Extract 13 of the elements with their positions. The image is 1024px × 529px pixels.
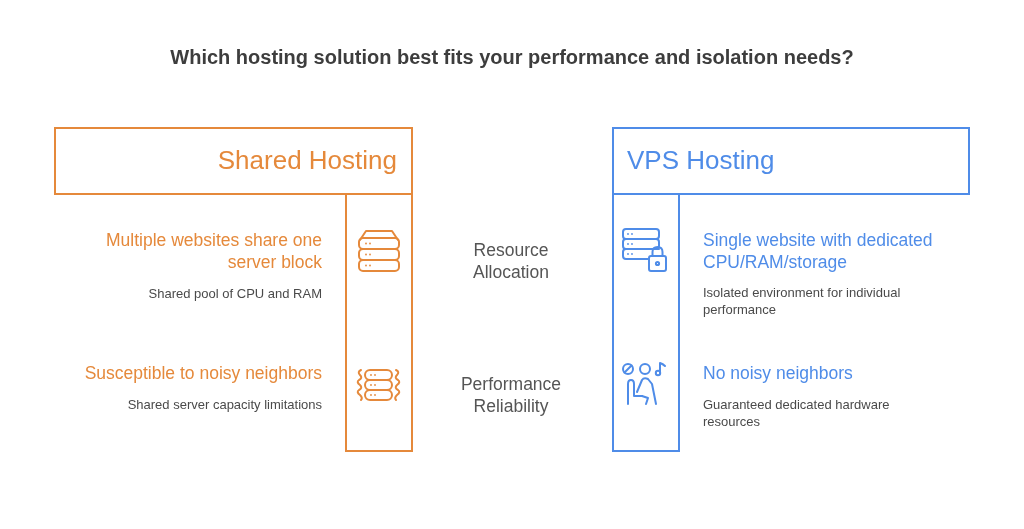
item-heading: No noisy neighbors bbox=[703, 362, 854, 384]
item-description: Isolated environment for individual performance bbox=[703, 284, 902, 318]
diagram-title: Which hosting solution best fits your performance and isolation needs? bbox=[169, 46, 855, 69]
column-header: VPS Hosting bbox=[612, 127, 970, 195]
criterion-label: Resource Allocation bbox=[472, 239, 550, 283]
column-header: Shared Hosting bbox=[54, 127, 413, 195]
item-description: Shared pool of CPU and RAM bbox=[147, 285, 322, 302]
item-heading: Susceptible to noisy neighbors bbox=[83, 362, 322, 384]
item-description: Shared server capacity limitations bbox=[126, 396, 322, 413]
criterion-label: Performance Reliability bbox=[459, 373, 563, 417]
item-heading: Single website with dedicated CPU/RAM/storage bbox=[703, 229, 934, 273]
item-heading: Multiple websites share one server block bbox=[105, 229, 322, 273]
item-description: Guaranteed dedicated hardware resources bbox=[703, 396, 891, 430]
